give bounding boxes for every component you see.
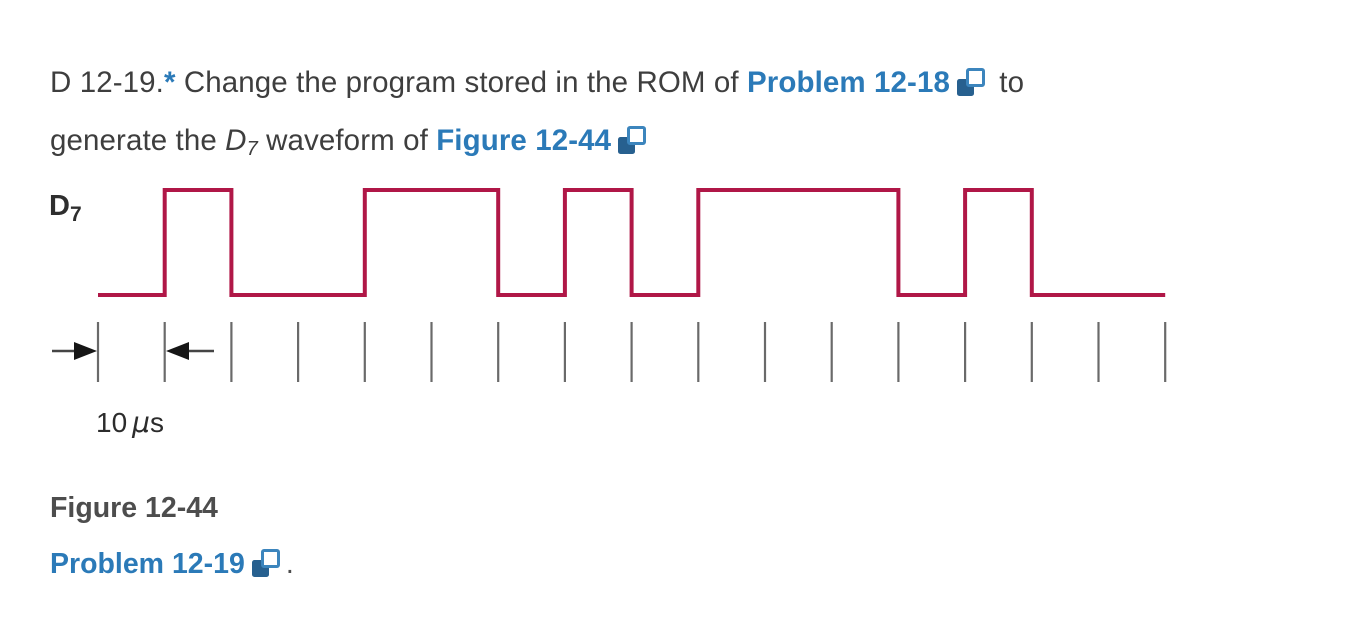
- statement-text-3: generate the: [50, 123, 226, 157]
- signal-name-inline: D7: [225, 123, 258, 160]
- statement-text-1: Change the program stored in the ROM of: [175, 65, 747, 99]
- dimension-arrowhead-right-pointing: [74, 342, 97, 360]
- link-problem-12-18[interactable]: Problem 12-18: [747, 65, 950, 99]
- pages-icon[interactable]: [251, 549, 280, 577]
- pages-icon-front: [260, 549, 280, 568]
- link-figure-12-44[interactable]: Figure 12-44: [436, 123, 612, 157]
- statement-text-2: to: [990, 65, 1025, 99]
- caption-period: .: [285, 548, 294, 580]
- time-ticks: [96, 322, 1167, 382]
- link-problem-12-19[interactable]: Problem 12-19: [50, 548, 245, 580]
- pages-icon[interactable]: [956, 67, 985, 96]
- figure-caption: Figure 12-44 Problem 12-19.: [50, 480, 294, 592]
- pages-icon-front: [627, 125, 647, 145]
- caption-line-2: Problem 12-19.: [50, 536, 294, 592]
- waveform-trace: [98, 188, 1166, 297]
- pages-icon-front: [965, 67, 985, 87]
- dimension-arrows: [52, 342, 214, 360]
- problem-number: D 12-19.: [50, 65, 164, 99]
- problem-statement: D 12-19.* Change the program stored in t…: [50, 54, 1330, 170]
- caption-title: Figure 12-44: [50, 492, 218, 524]
- pages-icon[interactable]: [618, 125, 647, 154]
- asterisk-marker: *: [163, 65, 176, 99]
- statement-text-4: waveform of: [257, 123, 437, 157]
- dimension-arrowhead-left-pointing: [166, 342, 189, 360]
- signal-label: D7: [49, 190, 82, 226]
